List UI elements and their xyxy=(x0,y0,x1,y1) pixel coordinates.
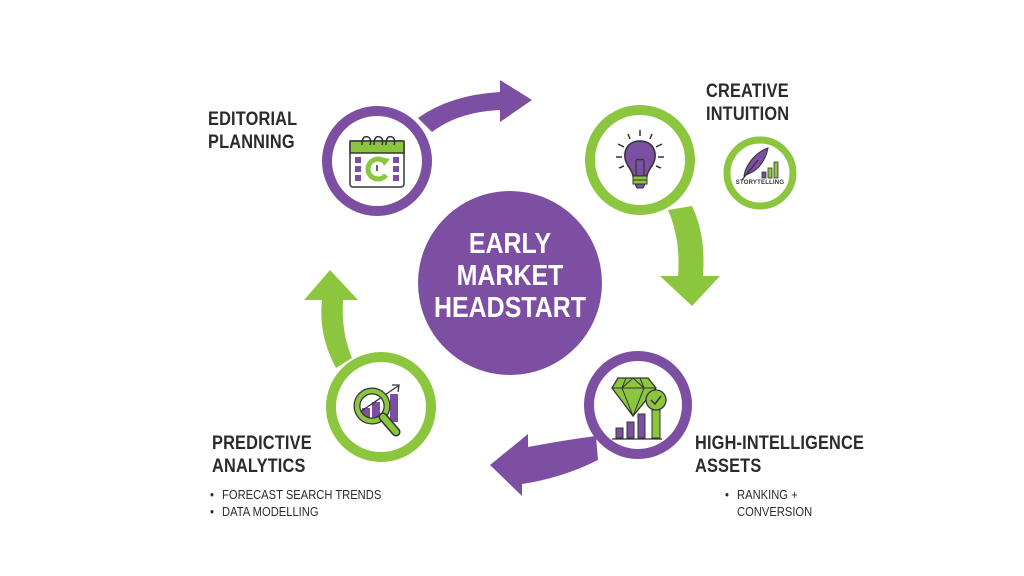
title-line: EDITORIAL xyxy=(208,109,298,130)
calendar-refresh-icon xyxy=(349,135,405,188)
center-title-line: HEADSTART xyxy=(434,292,586,324)
arrow-editorial-to-creative xyxy=(418,80,532,132)
storytelling-label: STORYTELLING xyxy=(735,180,785,186)
arrow-creative-to-assets xyxy=(660,206,720,306)
bullet-item: DATA MODELLING xyxy=(210,503,381,520)
center-title: EARLY MARKET HEADSTART xyxy=(418,228,602,324)
title-line: INTUITION xyxy=(706,104,790,125)
title-line: CREATIVE xyxy=(706,81,789,102)
predictive-analytics-title: PREDICTIVE ANALYTICS xyxy=(212,432,312,478)
title-line: HIGH-INTELLIGENCE xyxy=(695,433,865,454)
predictive-analytics-ring xyxy=(326,352,436,462)
magnifier-chart-icon xyxy=(353,384,401,437)
creative-intuition-title: CREATIVE INTUITION xyxy=(706,80,789,126)
bullet-item-continuation: CONVERSION xyxy=(737,504,813,519)
quill-storytelling-icon xyxy=(741,147,779,181)
predictive-analytics-bullets: FORECAST SEARCH TRENDS DATA MODELLING xyxy=(210,486,381,520)
title-line: ASSETS xyxy=(695,456,762,477)
title-line: PREDICTIVE xyxy=(212,433,312,454)
title-line: PLANNING xyxy=(208,132,295,153)
storytelling-ring xyxy=(723,136,797,210)
lightbulb-icon xyxy=(616,130,664,189)
center-title-line: MARKET xyxy=(456,260,564,292)
arrow-assets-to-predictive xyxy=(490,434,598,496)
title-line: ANALYTICS xyxy=(212,456,306,477)
center-title-line: EARLY xyxy=(468,228,552,260)
diamond-growth-chart-icon xyxy=(611,377,667,440)
high-intelligence-assets-bullets: RANKING + CONVERSION xyxy=(725,486,812,520)
center-circle xyxy=(418,191,602,375)
editorial-planning-title: EDITORIAL PLANNING xyxy=(208,108,297,154)
arrow-predictive-to-editorial xyxy=(304,270,358,368)
high-intelligence-assets-title: HIGH-INTELLIGENCE ASSETS xyxy=(695,432,864,478)
bullet-item: FORECAST SEARCH TRENDS xyxy=(210,486,381,503)
bullet-item: RANKING + xyxy=(725,486,812,503)
